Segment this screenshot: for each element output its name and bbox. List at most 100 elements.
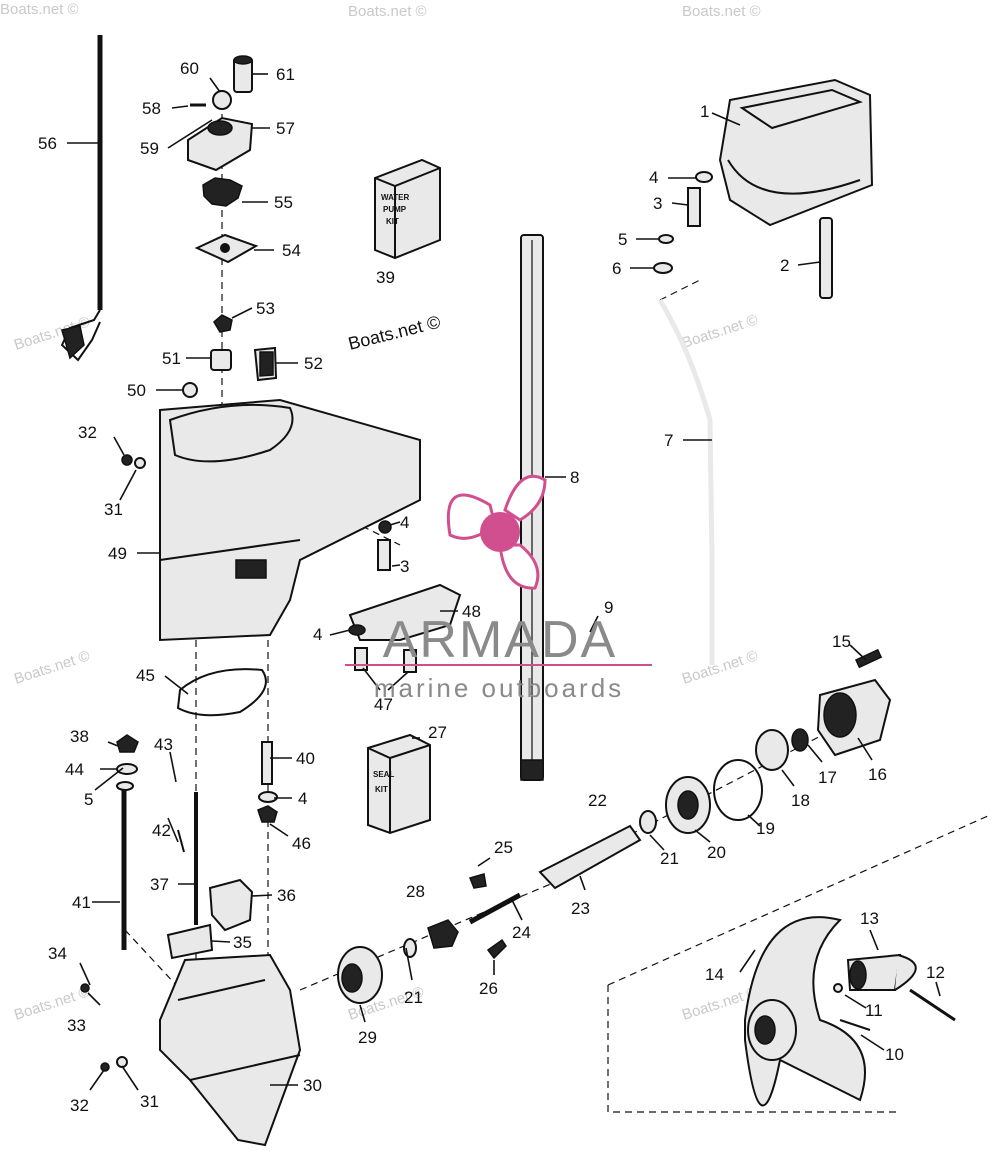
armada-logo: ARMADA marine outboards xyxy=(345,474,652,703)
callout: 12 xyxy=(926,963,945,982)
watermark: Boats.net © xyxy=(682,3,761,20)
callout: 3 xyxy=(653,194,662,213)
callout: 46 xyxy=(292,834,311,853)
callout: 49 xyxy=(108,544,127,563)
callout-numbers: 1 2 3 4 5 6 7 8 9 10 11 12 13 14 15 16 1… xyxy=(38,59,945,1115)
callout: 37 xyxy=(150,875,169,894)
callout: 6 xyxy=(612,259,621,278)
callout: 33 xyxy=(67,1016,86,1035)
callout: 14 xyxy=(705,965,724,984)
propeller-logo-icon xyxy=(446,474,547,590)
guide-line xyxy=(607,985,900,1113)
callout: 60 xyxy=(180,59,199,78)
callout: 22 xyxy=(588,791,607,810)
callout: 28 xyxy=(406,882,425,901)
callout: 4 xyxy=(313,625,322,644)
callout: 21 xyxy=(660,849,679,868)
part-lower-parts-left xyxy=(116,668,278,960)
callout: 42 xyxy=(152,821,171,840)
part-shift-rod xyxy=(60,35,103,362)
callout: 31 xyxy=(140,1092,159,1111)
callout: 38 xyxy=(70,727,89,746)
callout: 34 xyxy=(48,944,67,963)
callout: 56 xyxy=(38,134,57,153)
callout: 51 xyxy=(162,349,181,368)
callout: 19 xyxy=(756,819,775,838)
kit-label: KIT xyxy=(375,785,388,794)
brand-name: ARMADA xyxy=(383,611,617,669)
callout: 35 xyxy=(233,933,252,952)
guide-line xyxy=(124,929,191,1001)
callout: 55 xyxy=(274,193,293,212)
callout: 32 xyxy=(78,423,97,442)
callout: 3 xyxy=(400,557,409,576)
callout: 61 xyxy=(276,65,295,84)
callout: 26 xyxy=(479,979,498,998)
callout: 45 xyxy=(136,666,155,685)
water-pump-kit-box: WATER PUMP KIT xyxy=(374,158,441,260)
part-exhaust-housing xyxy=(653,78,874,665)
callout: 36 xyxy=(277,886,296,905)
watermark: Boats.net © xyxy=(680,311,760,351)
callout: 18 xyxy=(791,791,810,810)
callout: 29 xyxy=(358,1028,377,1047)
callout: 57 xyxy=(276,119,295,138)
callout: 39 xyxy=(376,268,395,287)
callout: 25 xyxy=(494,838,513,857)
brand-tagline: marine outboards xyxy=(374,673,624,703)
callout: 43 xyxy=(154,735,173,754)
callout: 53 xyxy=(256,299,275,318)
kit-label: PUMP xyxy=(383,205,407,214)
callout: 27 xyxy=(428,723,447,742)
callout: 47 xyxy=(374,695,393,714)
callout: 4 xyxy=(298,789,307,808)
callout: 8 xyxy=(570,468,579,487)
callout: 24 xyxy=(512,923,531,942)
callout: 30 xyxy=(303,1076,322,1095)
part-bracket xyxy=(348,520,462,673)
callout: 7 xyxy=(664,431,673,450)
watermark: Boats.net © xyxy=(680,647,760,687)
leader-lines xyxy=(67,73,941,1091)
callout: 59 xyxy=(140,139,159,158)
callout: 11 xyxy=(865,1001,883,1020)
callout: 32 xyxy=(70,1096,89,1115)
watermark-dark: Boats.net © xyxy=(346,312,442,354)
callout: 1 xyxy=(700,102,709,121)
kit-label: WATER xyxy=(381,193,410,202)
callout: 16 xyxy=(868,765,887,784)
callout: 44 xyxy=(65,760,84,779)
watermark: Boats.net © xyxy=(0,1,79,18)
seal-kit-box: SEAL KIT xyxy=(367,733,431,835)
callout: 15 xyxy=(832,632,851,651)
callout: 48 xyxy=(462,602,481,621)
callout: 23 xyxy=(571,899,590,918)
callout: 31 xyxy=(104,500,123,519)
watermark: Boats.net © xyxy=(12,647,92,687)
callout: 40 xyxy=(296,749,315,768)
callout: 54 xyxy=(282,241,301,260)
callout: 5 xyxy=(618,230,627,249)
callout: 2 xyxy=(780,256,789,275)
guide-line xyxy=(659,279,701,301)
callout: 13 xyxy=(860,909,879,928)
callout: 4 xyxy=(649,168,658,187)
callout: 50 xyxy=(127,381,146,400)
callout: 21 xyxy=(404,988,423,1007)
watermark: Boats.net © xyxy=(348,3,427,20)
part-propeller xyxy=(744,916,956,1107)
callout: 5 xyxy=(84,790,93,809)
callout: 4 xyxy=(400,513,409,532)
callout: 52 xyxy=(304,354,323,373)
guide-line xyxy=(607,814,991,986)
part-gearcase xyxy=(80,953,302,1147)
callout: 9 xyxy=(604,598,613,617)
callout: 20 xyxy=(707,843,726,862)
callout: 41 xyxy=(72,893,91,912)
callout: 17 xyxy=(818,768,837,787)
part-water-pump xyxy=(182,55,278,398)
part-drive-shaft-housing xyxy=(121,398,421,642)
callout: 10 xyxy=(885,1045,904,1064)
